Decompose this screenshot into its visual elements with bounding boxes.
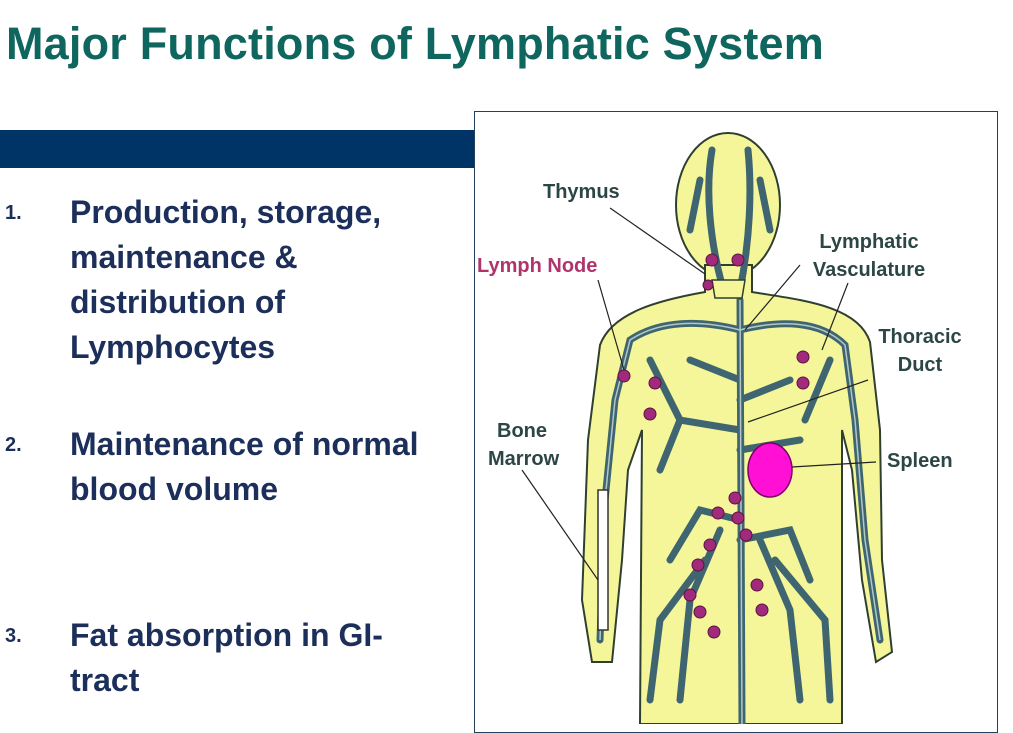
label-line: Bone: [497, 420, 547, 442]
bone-shape: [597, 489, 609, 631]
label-thoracic-duct: Thoracic Duct: [868, 323, 972, 379]
label-bone-marrow: Bone Marrow: [488, 417, 580, 473]
list-text: Maintenance of normal blood volume: [70, 426, 419, 507]
label-line: Duct: [897, 354, 943, 376]
title-divider-bar: [0, 130, 474, 168]
label-spleen: Spleen: [887, 450, 953, 472]
list-number: 1.: [5, 202, 22, 224]
label-thymus: Thymus: [543, 181, 620, 203]
label-lymph-node: Lymph Node: [477, 255, 598, 277]
list-number: 2.: [5, 434, 22, 456]
lymph-nodes: [617, 253, 810, 639]
label-line: Marrow: [488, 448, 560, 470]
slide-title: Major Functions of Lymphatic System: [6, 18, 824, 69]
list-text: Fat absorption in GI-tract: [70, 617, 383, 698]
label-line: Vasculature: [812, 259, 926, 281]
spleen-shape: [747, 442, 793, 498]
leader-lines: [521, 207, 877, 581]
label-lymphatic-vasculature: Lymphatic Vasculature: [800, 228, 938, 284]
label-line: Thoracic: [878, 326, 962, 348]
list-number: 3.: [5, 625, 22, 647]
list-text: Production, storage, maintenance & distr…: [70, 194, 382, 365]
label-line: Lymphatic: [819, 231, 919, 253]
thymus-shape: [711, 279, 746, 299]
